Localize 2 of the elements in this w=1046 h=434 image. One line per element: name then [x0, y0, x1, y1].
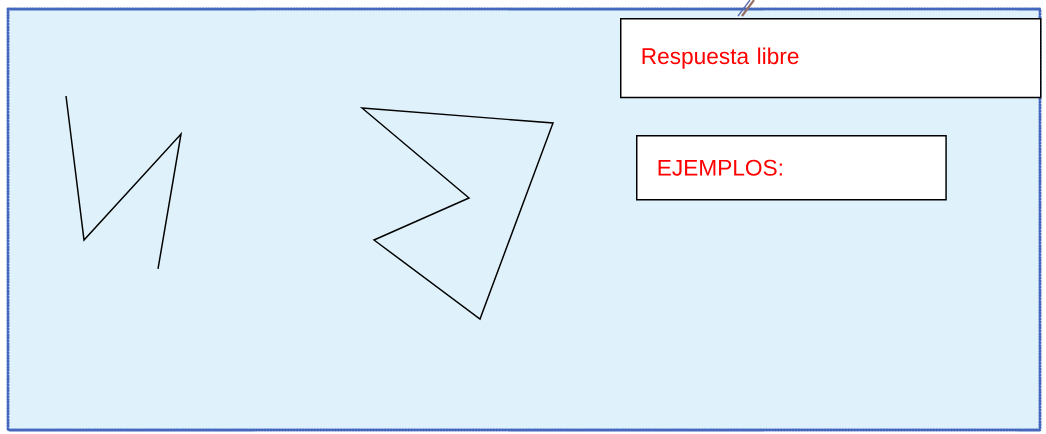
text-box: EJEMPLOS:	[636, 135, 947, 201]
text-box: Respuesta libre	[620, 18, 1042, 99]
